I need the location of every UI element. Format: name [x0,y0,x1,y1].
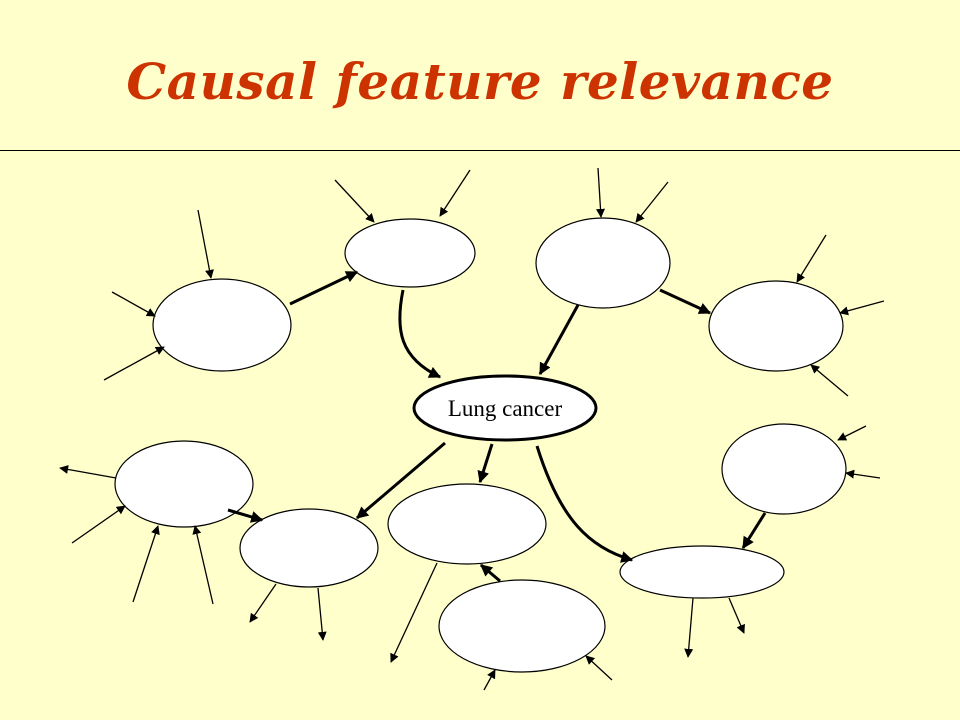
node-lower-center [387,483,547,565]
edge-lung-cancer-to-lower-center-left [356,441,446,520]
edge-top-center-right-to-lung-cancer [538,304,580,376]
node-bottom-center [438,579,606,673]
causal-edges [227,270,767,583]
edge-lung-cancer-to-lower-center [477,443,494,484]
title-divider [0,150,960,151]
node-top-center-left [344,218,476,288]
slide-title: Causal feature relevance [126,52,834,111]
node-lung-cancer [412,374,598,442]
edge-upper-left-to-top-center-left [289,270,359,306]
node-upper-left [152,278,292,372]
node-top-center-right [535,217,671,309]
peripheral-edges [59,167,885,691]
edge-lung-cancer-to-lower-right [535,445,634,563]
edge-top-center-left-to-lung-cancer [398,289,442,379]
node-lower-right [619,545,785,599]
edge-bottom-center-to-lower-center [480,563,501,583]
lung-cancer-label: Lung cancer [448,396,563,421]
edge-top-center-right-to-upper-right [659,288,712,315]
node-right-middle [721,423,847,515]
node-lower-center-left [239,508,379,588]
edge-right-middle-to-lower-right [741,512,767,550]
node-upper-right [708,280,844,372]
node-lower-left [114,440,254,528]
edge-lower-left-to-lower-center-left [227,508,264,523]
